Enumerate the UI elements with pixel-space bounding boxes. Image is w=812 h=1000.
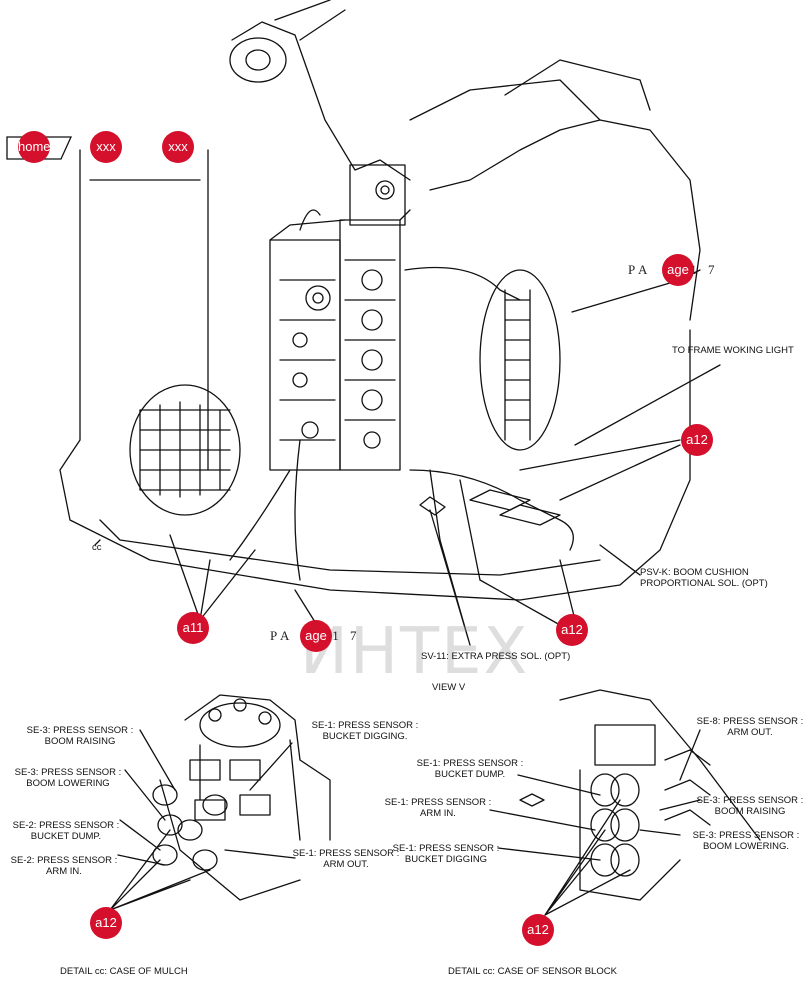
label-psv-k: PSV-K: BOOM CUSHION PROPORTIONAL SOL. (O…	[640, 567, 768, 589]
hotspot-a12-bottom-right[interactable]: a12	[556, 614, 588, 646]
hotspot-a11-bottom-left[interactable]: a11	[177, 612, 209, 644]
label-right-se1-bucket-digging: SE-1: PRESS SENSOR : BUCKET DIGGING	[392, 843, 500, 865]
home-button[interactable]: home	[18, 131, 51, 163]
label-left-se3-boom-raising: SE-3: PRESS SENSOR : BOOM RAISING	[26, 725, 134, 747]
label-right-se8-arm-out: SE-8: PRESS SENSOR : ARM OUT.	[696, 716, 804, 738]
label-left-se2-arm-in: SE-2: PRESS SENSOR : ARM IN.	[10, 855, 118, 877]
caption-detail-left: DETAIL cc: CASE OF MULCH	[60, 966, 188, 977]
page-link-bottom[interactable]: age	[300, 620, 332, 652]
label-left-se2-bucket-dump: SE-2: PRESS SENSOR : BUCKET DUMP.	[12, 820, 120, 842]
label-sv-11: SV-11: EXTRA PRESS SOL. (OPT)	[421, 651, 571, 662]
home-tab-outline	[6, 136, 72, 160]
nav-link-2[interactable]: xxx	[162, 131, 194, 163]
label-right-se3-boom-raising: SE-3: PRESS SENSOR : BOOM RAISING	[696, 795, 804, 817]
hotspot-a12-detail-left[interactable]: a12	[90, 907, 122, 939]
label-right-se1-bucket-dump: SE-1: PRESS SENSOR : BUCKET DUMP.	[416, 758, 524, 780]
nav-link-1[interactable]: xxx	[90, 131, 122, 163]
watermark-text: ИНТЕХ	[300, 615, 530, 689]
label-cc: cc	[92, 542, 102, 553]
label-left-se1-bucket-digging: SE-1: PRESS SENSOR : BUCKET DIGGING.	[311, 720, 419, 742]
label-left-se1-arm-out: SE-1: PRESS SENSOR : ARM OUT.	[292, 848, 400, 870]
hotspot-a12-right[interactable]: a12	[681, 424, 713, 456]
view-caption: VIEW V	[432, 682, 466, 693]
label-left-se3-boom-lowering: SE-3: PRESS SENSOR : BOOM LOWERING	[14, 767, 122, 789]
label-right-se3-boom-lowering: SE-3: PRESS SENSOR : BOOM LOWERING.	[692, 830, 800, 852]
label-right-se1-arm-in: SE-1: PRESS SENSOR : ARM IN.	[384, 797, 492, 819]
caption-detail-right: DETAIL cc: CASE OF SENSOR BLOCK	[448, 966, 617, 977]
hotspot-a12-detail-right[interactable]: a12	[522, 914, 554, 946]
label-to-frame-light: TO FRAME WOKING LIGHT	[672, 345, 794, 356]
page-link-top-right[interactable]: age	[662, 254, 694, 286]
